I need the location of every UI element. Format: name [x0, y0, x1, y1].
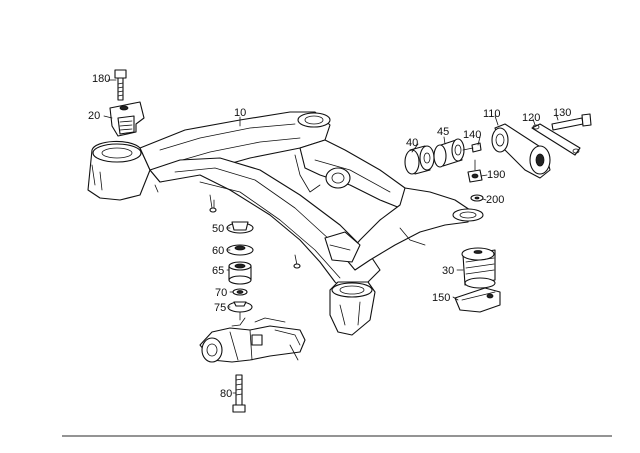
label-30: 30 [442, 265, 454, 277]
label-120: 120 [522, 112, 540, 124]
label-180: 180 [92, 73, 110, 85]
axle-housing [199, 317, 306, 363]
label-40: 40 [406, 137, 418, 149]
washer-200 [470, 194, 484, 202]
bush-40 [404, 145, 435, 175]
label-140: 140 [463, 129, 481, 141]
label-65: 65 [212, 265, 224, 277]
subframe-crossmember [87, 111, 484, 336]
bolt-80 [232, 374, 246, 413]
label-130: 130 [553, 107, 571, 119]
leader-lines [103, 113, 559, 394]
label-200: 200 [486, 194, 504, 206]
nut-190 [467, 159, 483, 183]
label-80: 80 [220, 388, 232, 400]
label-150: 150 [432, 292, 450, 304]
bracket-150 [454, 287, 501, 313]
bolt-180 [107, 69, 127, 101]
strap-120 [531, 123, 581, 156]
label-75: 75 [214, 302, 226, 314]
sleeve-45 [433, 138, 465, 168]
mount-stack [226, 221, 254, 321]
label-50: 50 [212, 223, 224, 235]
part-labels: 10 20 180 40 45 140 110 120 130 190 200 … [88, 73, 571, 400]
label-190: 190 [487, 169, 505, 181]
label-10: 10 [234, 107, 246, 119]
mount-30 [461, 247, 496, 289]
bush-mount-20 [109, 101, 145, 137]
label-45: 45 [437, 126, 449, 138]
label-110: 110 [483, 108, 501, 120]
bolt-130 [551, 113, 592, 131]
link-arm-110 [491, 123, 551, 179]
label-20: 20 [88, 110, 100, 122]
bolt-140 [462, 142, 482, 153]
label-60: 60 [212, 245, 224, 257]
label-70: 70 [215, 287, 227, 299]
